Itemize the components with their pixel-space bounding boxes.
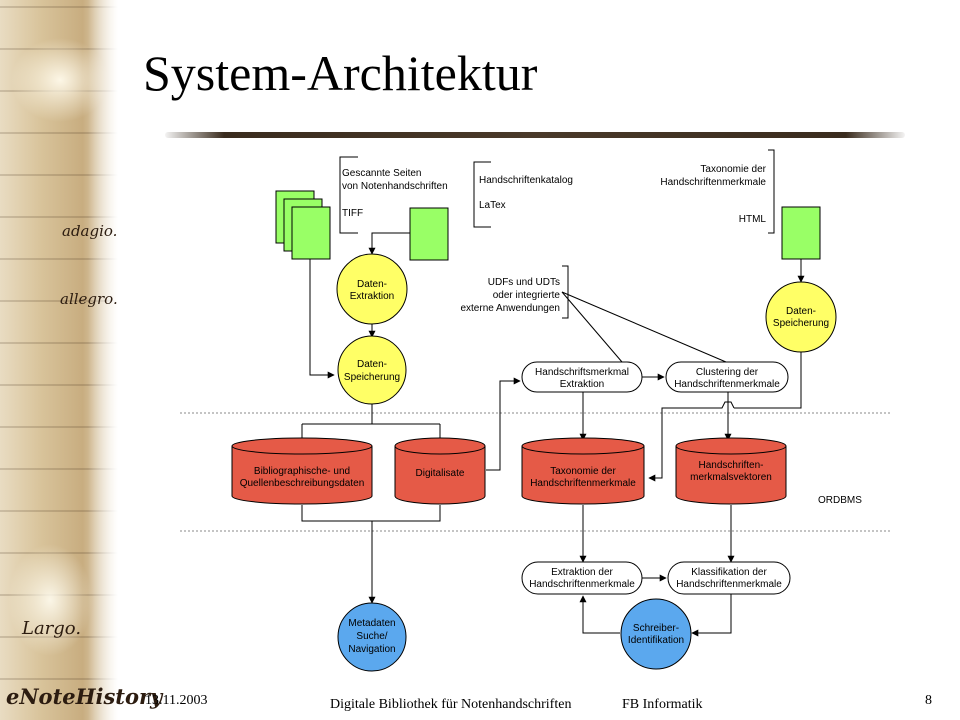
- footer-dept: FB Informatik: [622, 697, 703, 712]
- line-speicherung-right-down: [734, 352, 802, 409]
- line-schreiber-to-extraktion-der: [579, 595, 620, 634]
- line-catalog-to-extraktion: [368, 232, 410, 255]
- line-to-taxonomie-db: [648, 401, 735, 482]
- circle-schreiber-line1: Schreiber-: [633, 623, 679, 634]
- title-divider: [165, 132, 905, 138]
- annotation-scans-format: TIFF: [342, 208, 363, 219]
- circle-daten-extraktion: [336, 253, 408, 325]
- database-bibliographische-daten: [231, 437, 373, 505]
- circle-daten-speicherung-left-line2: Speicherung: [344, 372, 400, 383]
- line-scans-to-speicherung: [309, 259, 335, 379]
- line-klassifikation-to-schreiber: [691, 594, 732, 637]
- database-taxonomie: [521, 437, 645, 505]
- database-vektoren-line2: merkmalsvektoren: [690, 472, 772, 483]
- annotation-catalog-format: LaTex: [479, 200, 506, 211]
- process-klassifikation: [667, 561, 791, 595]
- database-merkmalsvektoren: [675, 437, 787, 505]
- line-bracket-to-extraktion: [561, 291, 623, 363]
- database-vektoren-line1: Handschriften-: [698, 460, 763, 471]
- sidebar-word-largo: Largo.: [22, 618, 82, 639]
- page-title: System-Architektur: [143, 45, 538, 101]
- circle-daten-speicherung-right-line2: Speicherung: [773, 318, 829, 329]
- footer-date: 13.11.2003: [145, 693, 208, 708]
- process-extraktion-der-line1: Extraktion der: [551, 567, 613, 578]
- sidebar-word-allegro: allegro.: [60, 290, 118, 308]
- circle-metadaten-line1: Metadaten: [348, 618, 395, 629]
- circle-metadaten-line3: Navigation: [348, 644, 395, 655]
- footer-page-number: 8: [925, 693, 932, 708]
- annotation-udfs-line3: externe Anwendungen: [460, 303, 560, 314]
- process-clustering-line1: Clustering der: [696, 367, 759, 378]
- footer-center: Digitale Bibliothek für Notenhandschrift…: [330, 697, 572, 712]
- database-biblio-line2: Quellenbeschreibungsdaten: [240, 478, 365, 489]
- process-handschriftsmerkmal-extraktion: [521, 361, 643, 393]
- database-taxonomie-line2: Handschriftenmerkmale: [530, 478, 636, 489]
- line-digitalisate-to-extraktion: [486, 377, 521, 471]
- sidebar-word-adagio: adagio.: [62, 222, 118, 240]
- annotation-taxonomy-line2: Handschriftenmerkmale: [660, 177, 766, 188]
- database-digitalisate: [394, 437, 486, 505]
- circle-metadaten-suche: [337, 602, 407, 672]
- line-bracket-to-clustering: [561, 291, 727, 363]
- process-klassifikation-line2: Handschriftenmerkmale: [676, 579, 782, 590]
- annotation-scans-line2: von Notenhandschriften: [342, 181, 448, 192]
- database-biblio-line1: Bibliographische- und: [254, 466, 350, 477]
- document-taxonomy-html: [781, 206, 821, 260]
- circle-daten-extraktion-line1: Daten-: [357, 279, 387, 290]
- process-clustering: [665, 361, 789, 393]
- circle-daten-speicherung-right-line1: Daten-: [786, 306, 816, 317]
- annotation-scans-line1: Gescannte Seiten: [342, 168, 422, 179]
- process-handschriftsmerkmal-line2: Extraktion: [560, 379, 604, 390]
- circle-daten-speicherung-left-line1: Daten-: [357, 359, 387, 370]
- line-speicherung-to-dbs: [301, 404, 441, 440]
- annotation-taxonomy-format: HTML: [739, 214, 767, 225]
- bracket-scans: [339, 156, 358, 234]
- ordbms-label: ORDBMS: [818, 495, 862, 506]
- annotation-udfs-line2: oder integrierte: [493, 290, 561, 301]
- database-taxonomie-line1: Taxonomie der: [550, 466, 616, 477]
- document-scan-page-front: [291, 206, 331, 260]
- circle-schreiber-identifikation: [620, 598, 692, 670]
- bracket-udfs: [562, 265, 569, 319]
- line-dbs-to-metadaten: [301, 505, 441, 603]
- circle-schreiber-line2: Identifikation: [628, 635, 684, 646]
- bracket-taxonomy: [768, 149, 775, 234]
- brand-logo: eNoteHistory: [6, 684, 163, 709]
- circle-metadaten-line2: Suche/: [356, 631, 387, 642]
- process-extraktion-der-line2: Handschriftenmerkmale: [529, 579, 635, 590]
- process-klassifikation-line1: Klassifikation der: [691, 567, 767, 578]
- annotation-udfs-line1: UDFs und UDTs: [488, 277, 560, 288]
- annotation-catalog-name: Handschriftenkatalog: [479, 175, 573, 186]
- bracket-catalog: [473, 161, 491, 228]
- document-catalog: [409, 207, 449, 261]
- process-handschriftsmerkmal-line1: Handschriftsmerkmal: [535, 367, 629, 378]
- database-digitalisate-label: Digitalisate: [416, 468, 465, 479]
- circle-daten-extraktion-line2: Extraktion: [350, 291, 394, 302]
- process-extraktion-der-merkmale: [521, 561, 643, 595]
- circle-daten-speicherung-right: [765, 281, 837, 353]
- process-clustering-line2: Handschriftenmerkmale: [674, 379, 780, 390]
- circle-daten-speicherung-left: [337, 335, 407, 405]
- sidebar-decoration: adagio. allegro. Largo. eNoteHistory: [0, 0, 162, 720]
- annotation-taxonomy-line1: Taxonomie der: [700, 164, 766, 175]
